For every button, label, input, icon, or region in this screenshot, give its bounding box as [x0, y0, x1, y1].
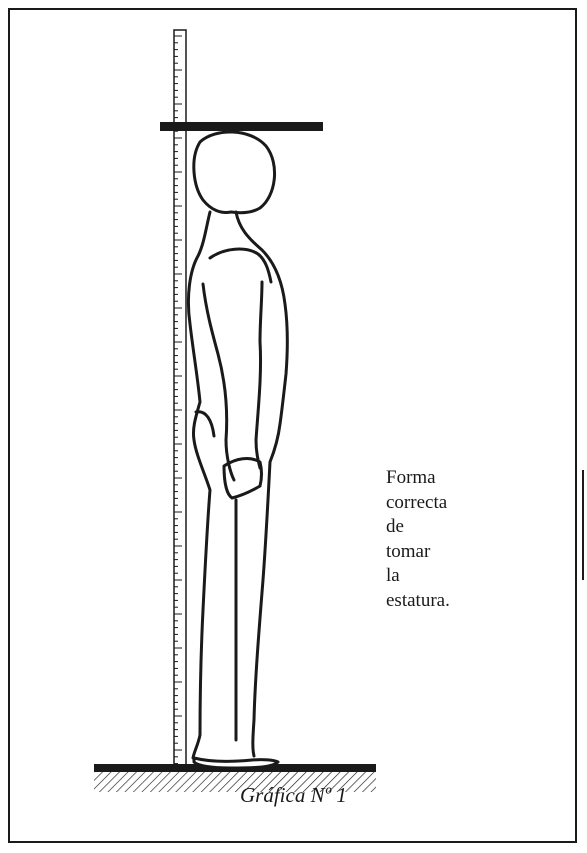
caption-line: tomar [386, 540, 450, 565]
back-outline [188, 212, 210, 758]
shoulder [210, 249, 271, 282]
caption-text: Forma correcta de tomar la estatura. [386, 466, 450, 614]
caption-line: Forma [386, 466, 450, 491]
caption-line: estatura. [386, 589, 450, 614]
caption-line: de [386, 515, 450, 540]
head [194, 132, 275, 213]
upper-arm [203, 284, 234, 480]
figure-label: Gráfica Nº 1 [240, 783, 347, 808]
headboard-bar [160, 122, 323, 131]
caption-line: correcta [386, 491, 450, 516]
person-silhouette-icon [188, 132, 287, 768]
foot [194, 758, 278, 768]
measuring-rod [174, 30, 186, 770]
caption-line: la [386, 564, 450, 589]
